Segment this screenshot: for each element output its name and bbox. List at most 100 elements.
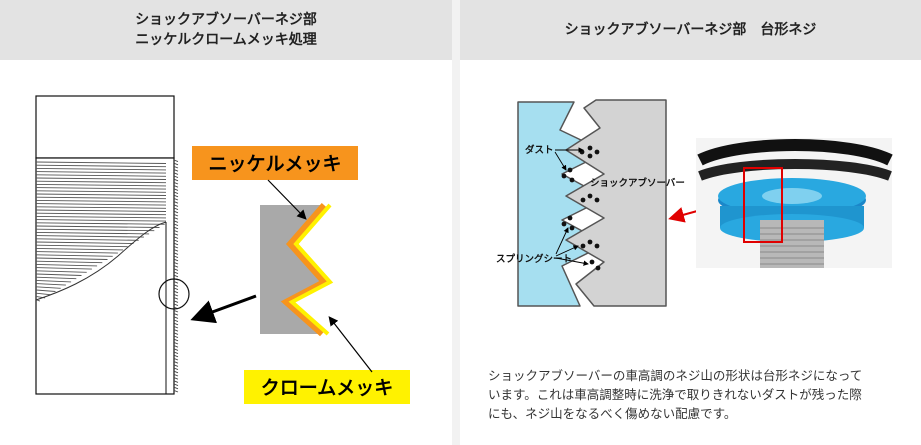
trapezoid-thread-diagram: ダスト ショックアブソーバー スプリングシート [496,99,893,307]
thread-line [35,203,167,206]
thread-line [35,209,167,212]
thread-tooth [173,377,179,380]
thread-tooth [173,364,179,367]
thread-tooth [173,159,179,163]
thread-tooth [173,274,179,278]
thread-line [35,257,108,260]
spring-seat-arrow-1 [555,245,579,257]
thread-tooth [173,188,179,191]
thread-tooth [173,293,179,297]
spring-seat-label: スプリングシート [496,253,572,265]
thread-line [35,267,92,270]
spring-seat-arrow-2 [555,257,589,266]
thread-tooth [173,367,179,371]
thread-tooth [173,389,179,393]
thread-tooth [173,284,179,287]
panel-divider [452,0,460,445]
shaft-cap [35,95,175,159]
shock-absorber-block [565,99,667,307]
thread-tooth [173,255,179,259]
thread-line [35,235,144,238]
thread-line [35,187,167,190]
thread-line [35,228,155,232]
thread-edge-curve [35,221,167,301]
thread-line [35,283,66,286]
thread-tooth [173,361,179,364]
dust-particles [561,145,601,271]
thread-line [35,270,87,273]
right-title: ショックアブソーバーネジ部 台形ネジ [564,22,817,38]
thread-tooth [173,325,179,329]
thread-tooth [173,329,179,332]
thread-tooth [173,191,179,195]
thread-tooth [173,242,179,246]
thread-line [35,219,167,222]
thread-line [35,276,77,280]
thread-line [35,174,167,177]
thread-tooth [173,185,179,188]
thread-tooth [173,290,179,294]
thread-line [35,279,72,283]
thread-tooth [173,370,179,374]
thread-tooth [173,332,179,335]
shaft-threads [35,159,179,393]
thread-tooth [173,239,179,243]
thread-line [35,273,82,276]
left-title-line2: ニッケルクロームメッキ処理 [135,32,317,48]
thread-tooth [173,178,179,182]
thread-tooth [173,380,179,383]
chrome-arrow [328,316,373,373]
thread-line [35,251,118,254]
shock-absorber-photo [696,138,893,268]
thread-tooth [173,354,179,358]
thread-line [35,247,124,251]
thread-line [35,161,167,164]
thread-line [35,183,167,187]
thread-tooth [173,226,179,230]
thread-line [35,263,98,267]
thread-line [35,241,134,244]
thread-tooth [173,201,179,204]
thread-tooth [173,194,179,198]
right-panel-header: ショックアブソーバーネジ部 台形ネジ [460,0,921,60]
thread-tooth [173,172,179,175]
shaft-body [35,157,175,395]
left-title-line1: ショックアブソーバーネジ部 [135,12,317,28]
thread-tooth [173,322,179,326]
thread-line [35,180,167,184]
thread-tooth [173,204,179,207]
thread-tooth [173,162,179,166]
thread-tooth [173,213,179,217]
shock-absorber-label: ショックアブソーバー [590,177,685,189]
thread-tooth [173,265,179,268]
thread-tooth [173,197,179,201]
thread-tooth [173,338,179,342]
thread-tooth [173,258,179,262]
thread-tooth [173,181,179,185]
thread-line [35,196,167,200]
spring-seat-arrow-3 [555,227,569,255]
thread-tooth [173,303,179,307]
thread-tooth [173,373,179,377]
thread-tooth [173,335,179,339]
thread-line [35,244,129,248]
thread-line [35,199,167,203]
thread-line [35,225,160,228]
thread-line [35,193,167,196]
thread-tooth [173,271,179,275]
thread-tooth [173,383,179,387]
thread-tooth [173,165,179,169]
thread-tooth [173,281,179,284]
thread-tooth [173,297,179,300]
thread-tooth [173,229,179,233]
thread-tooth [173,300,179,303]
thread-line [35,260,103,264]
nickel-chrome-plating-diagram: ニッケルメッキ クロームメッキ [35,95,410,404]
thread-line [35,286,61,289]
thread-tooth [173,386,179,390]
dust-label: ダスト [525,144,554,156]
thread-line [35,190,167,193]
thread-tooth [173,245,179,249]
thread-line [35,215,167,219]
magnifier-circle [158,278,190,310]
